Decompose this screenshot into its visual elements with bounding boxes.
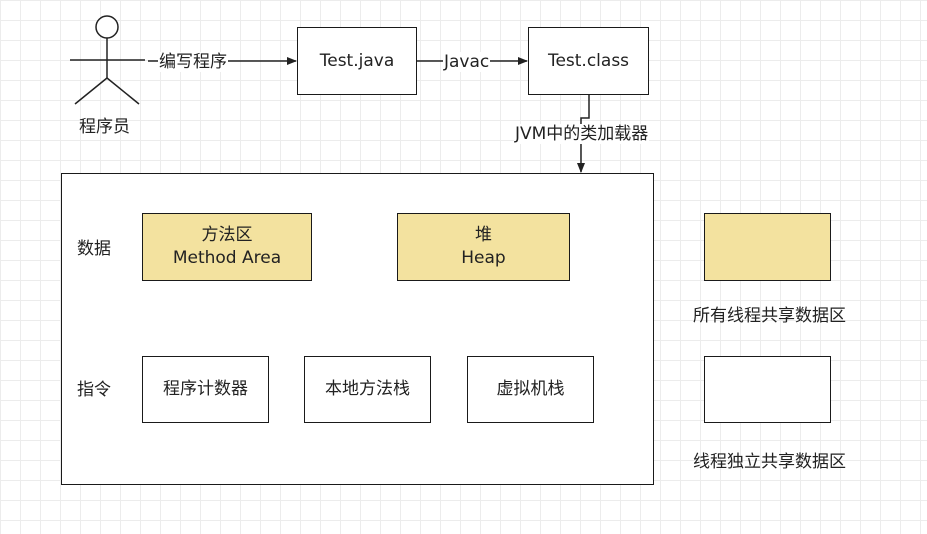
actor-label: 程序员	[79, 117, 130, 137]
edge-loader-line	[577, 95, 590, 173]
method-area-label-en: Method Area	[172, 248, 282, 268]
node-test-class-label: Test.class	[547, 50, 630, 71]
native-method-stack-label: 本地方法栈	[325, 379, 410, 399]
node-test-java-label: Test.java	[319, 50, 395, 71]
legend-private-label: 线程独立共享数据区	[693, 452, 846, 472]
method-area-box: 方法区 Method Area	[142, 213, 312, 281]
vm-stack-label: 虚拟机栈	[496, 379, 565, 399]
legend-shared-swatch	[704, 213, 831, 281]
node-test-java: Test.java	[297, 27, 417, 95]
edge-javac-label: Javac	[443, 52, 491, 72]
edge-loader-label: JVM中的类加载器	[514, 124, 650, 144]
node-test-class: Test.class	[528, 27, 649, 95]
row-data-label: 数据	[77, 239, 111, 259]
heap-label-en: Heap	[461, 248, 506, 268]
native-method-stack-box: 本地方法栈	[304, 356, 431, 423]
pc-register-box: 程序计数器	[142, 356, 269, 423]
programmer-actor-icon	[70, 15, 145, 105]
edge-write-label: 编写程序	[158, 52, 228, 72]
pc-register-label: 程序计数器	[163, 379, 248, 399]
method-area-label-zh: 方法区	[201, 225, 253, 245]
legend-private-swatch	[704, 356, 831, 423]
heap-label-zh: 堆	[475, 225, 492, 245]
legend-shared-label: 所有线程共享数据区	[693, 306, 846, 326]
row-instr-label: 指令	[77, 380, 111, 400]
heap-box: 堆 Heap	[397, 213, 570, 281]
vm-stack-box: 虚拟机栈	[467, 356, 594, 423]
